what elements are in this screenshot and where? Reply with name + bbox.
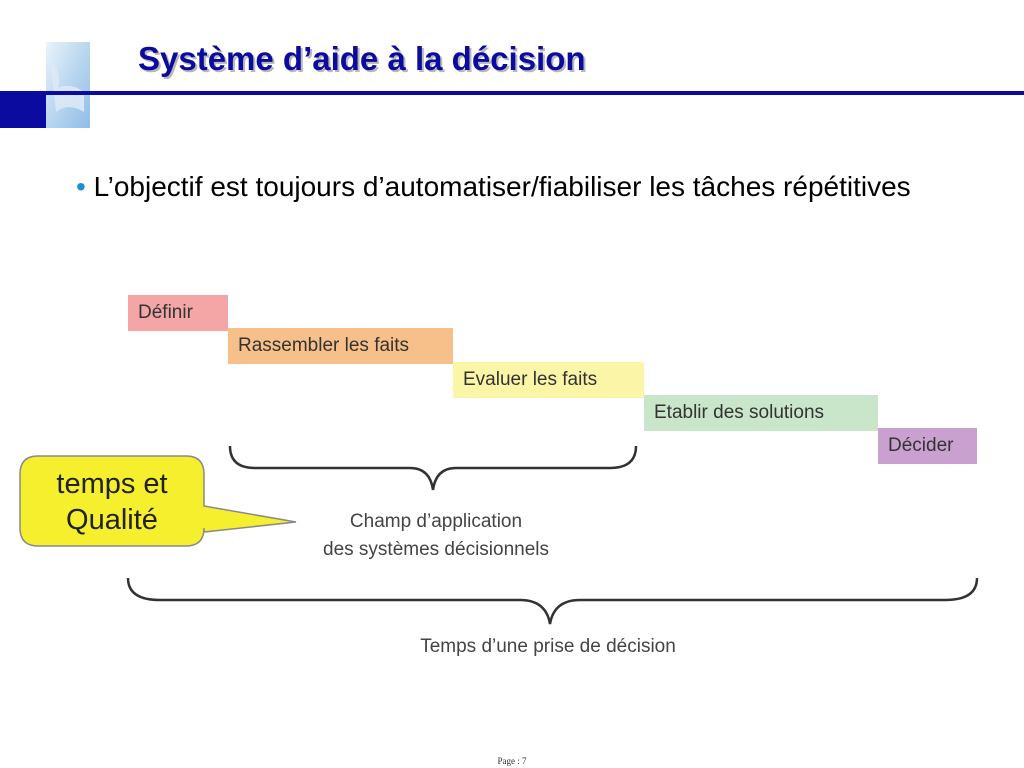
callout-bubble: [19, 455, 297, 547]
step-label: Etablir des solutions: [654, 402, 825, 423]
total-brace: [126, 577, 979, 625]
callout-text: temps et Qualité: [22, 466, 202, 538]
bullet-text: L’objectif est toujours d’automatiser/fi…: [93, 171, 911, 202]
total-caption: Temps d’une prise de décision: [420, 636, 676, 657]
scope-caption-line-2: des systèmes décisionnels: [323, 539, 549, 560]
step-rassembler: Rassembler les faits: [228, 328, 453, 364]
callout-line-1: temps et: [56, 468, 168, 500]
callout-line-2: Qualité: [66, 504, 158, 536]
step-label: Rassembler les faits: [238, 335, 410, 356]
step-label: Décider: [888, 435, 954, 456]
header-divider: [0, 91, 1024, 95]
bullet-item: • L’objectif est toujours d’automatiser/…: [76, 168, 976, 206]
bullet-icon: •: [76, 171, 86, 202]
scope-brace: [228, 445, 638, 491]
step-label: Définir: [138, 302, 193, 323]
corner-logo-image: [0, 42, 90, 128]
step-decider: Décider: [878, 428, 977, 464]
scope-caption-line-1: Champ d’application: [349, 511, 523, 532]
step-definir: Définir: [128, 295, 228, 331]
step-etablir: Etablir des solutions: [644, 395, 878, 431]
step-label: Evaluer les faits: [463, 369, 598, 390]
page-number: Page : 7: [497, 756, 527, 766]
step-evaluer: Evaluer les faits: [453, 362, 644, 398]
scope-caption: Champ d’application des systèmes décisio…: [296, 508, 576, 564]
slide-title: Système d’aide à la décision: [138, 40, 586, 77]
